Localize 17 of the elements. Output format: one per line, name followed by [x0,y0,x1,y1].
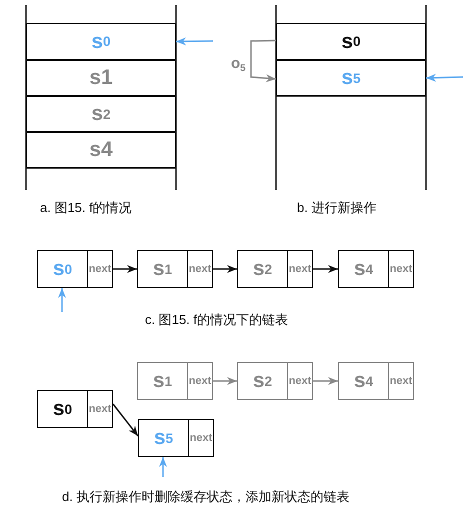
caption: c. 图15. f的情况下的链表 [145,311,288,329]
caption: d. 执行新操作时删除缓存状态，添加新状态的链表 [62,488,350,506]
arrow [113,265,137,273]
stack-cell: s4 [26,132,176,168]
arrow [159,457,167,477]
caption: a. 图15. f的情况 [40,199,132,217]
stack-cell: s1 [26,60,176,96]
arrow [112,404,139,436]
arrow [250,40,276,82]
arrow [313,377,338,385]
arrow [213,265,237,273]
arrow [58,288,66,312]
caption: b. 进行新操作 [297,199,376,217]
arrow [213,377,237,385]
arrow [426,74,464,82]
arrow [176,37,214,46]
arrow [313,265,338,273]
